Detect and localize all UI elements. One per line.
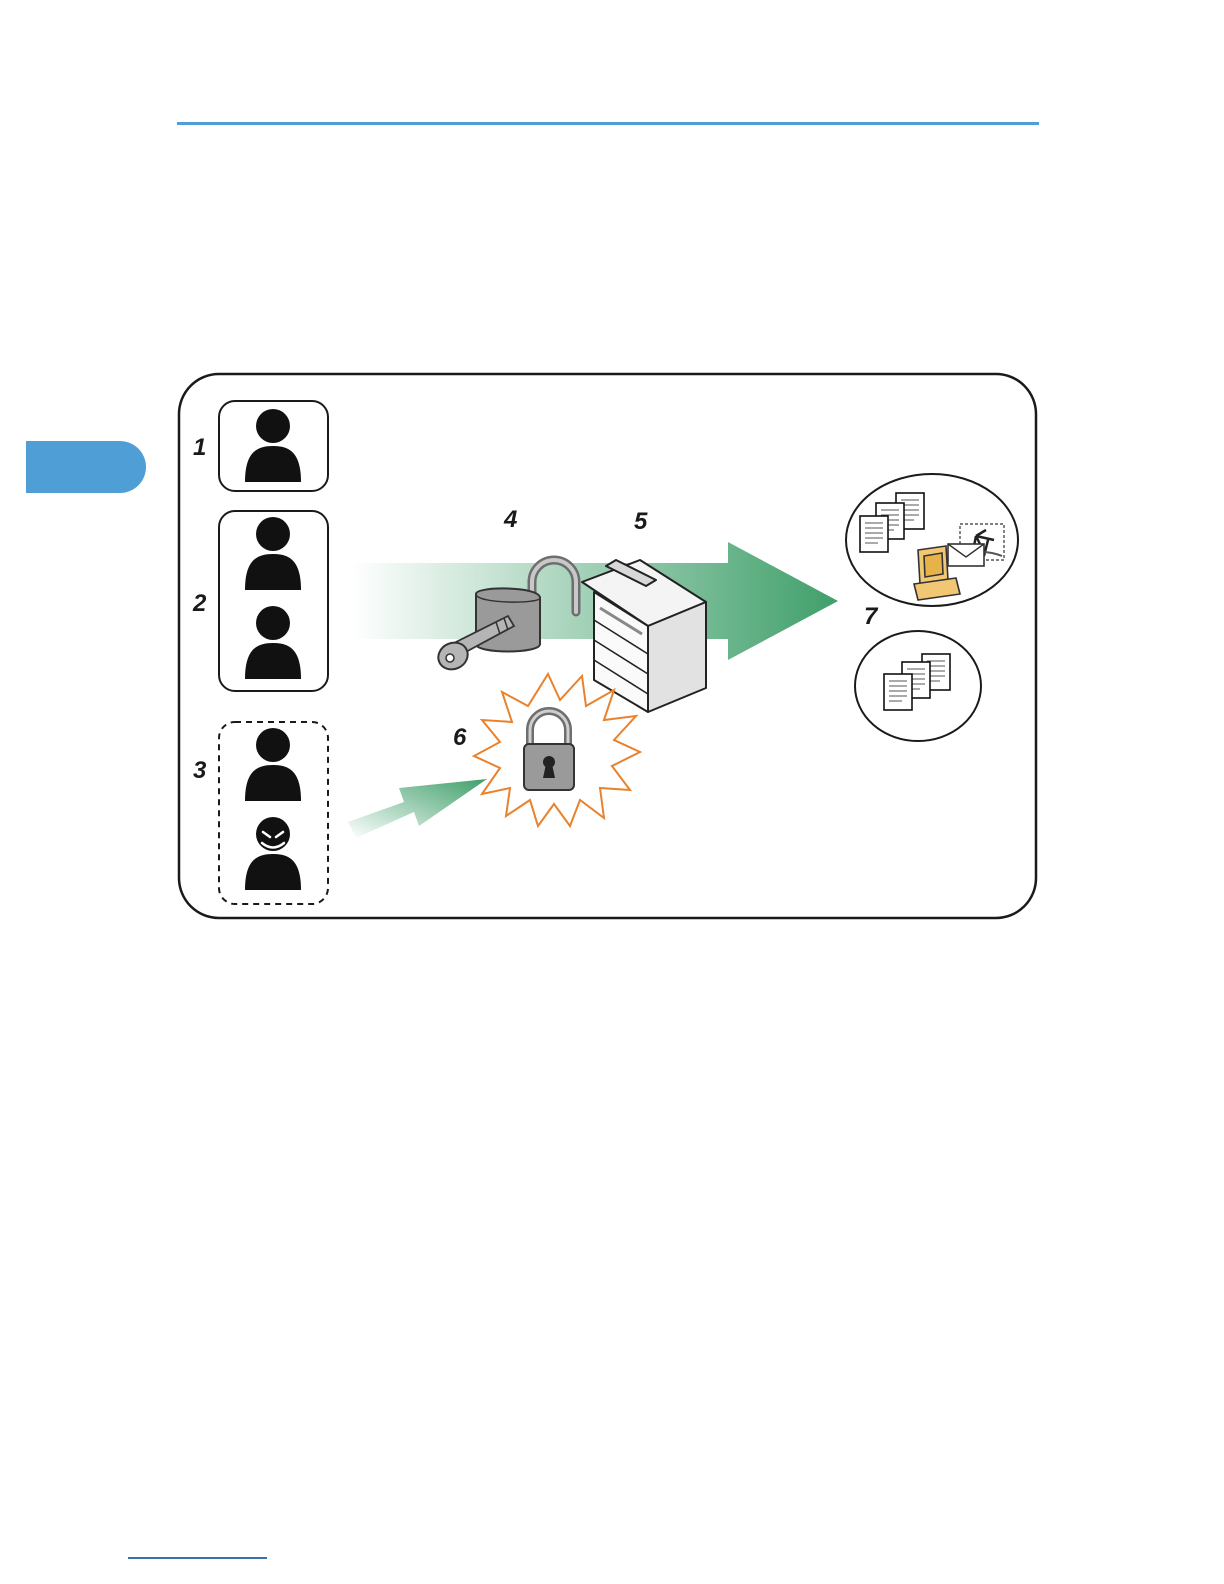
intruder-icon: [245, 817, 301, 890]
envelope-icon: [948, 544, 984, 566]
blocked-arrow: [348, 779, 487, 838]
label-2: 2: [192, 590, 207, 617]
user-icon: [245, 409, 301, 482]
label-3: 3: [193, 757, 207, 784]
label-5: 5: [634, 508, 648, 535]
label-1: 1: [193, 434, 206, 461]
anonymous-user-icon: [245, 728, 301, 801]
documents-icon: [860, 493, 924, 552]
label-6: 6: [453, 724, 467, 751]
label-7: 7: [864, 603, 879, 630]
label-4: 4: [503, 506, 517, 533]
user-pair-icon: [245, 517, 301, 679]
documents-icon: [884, 654, 950, 710]
